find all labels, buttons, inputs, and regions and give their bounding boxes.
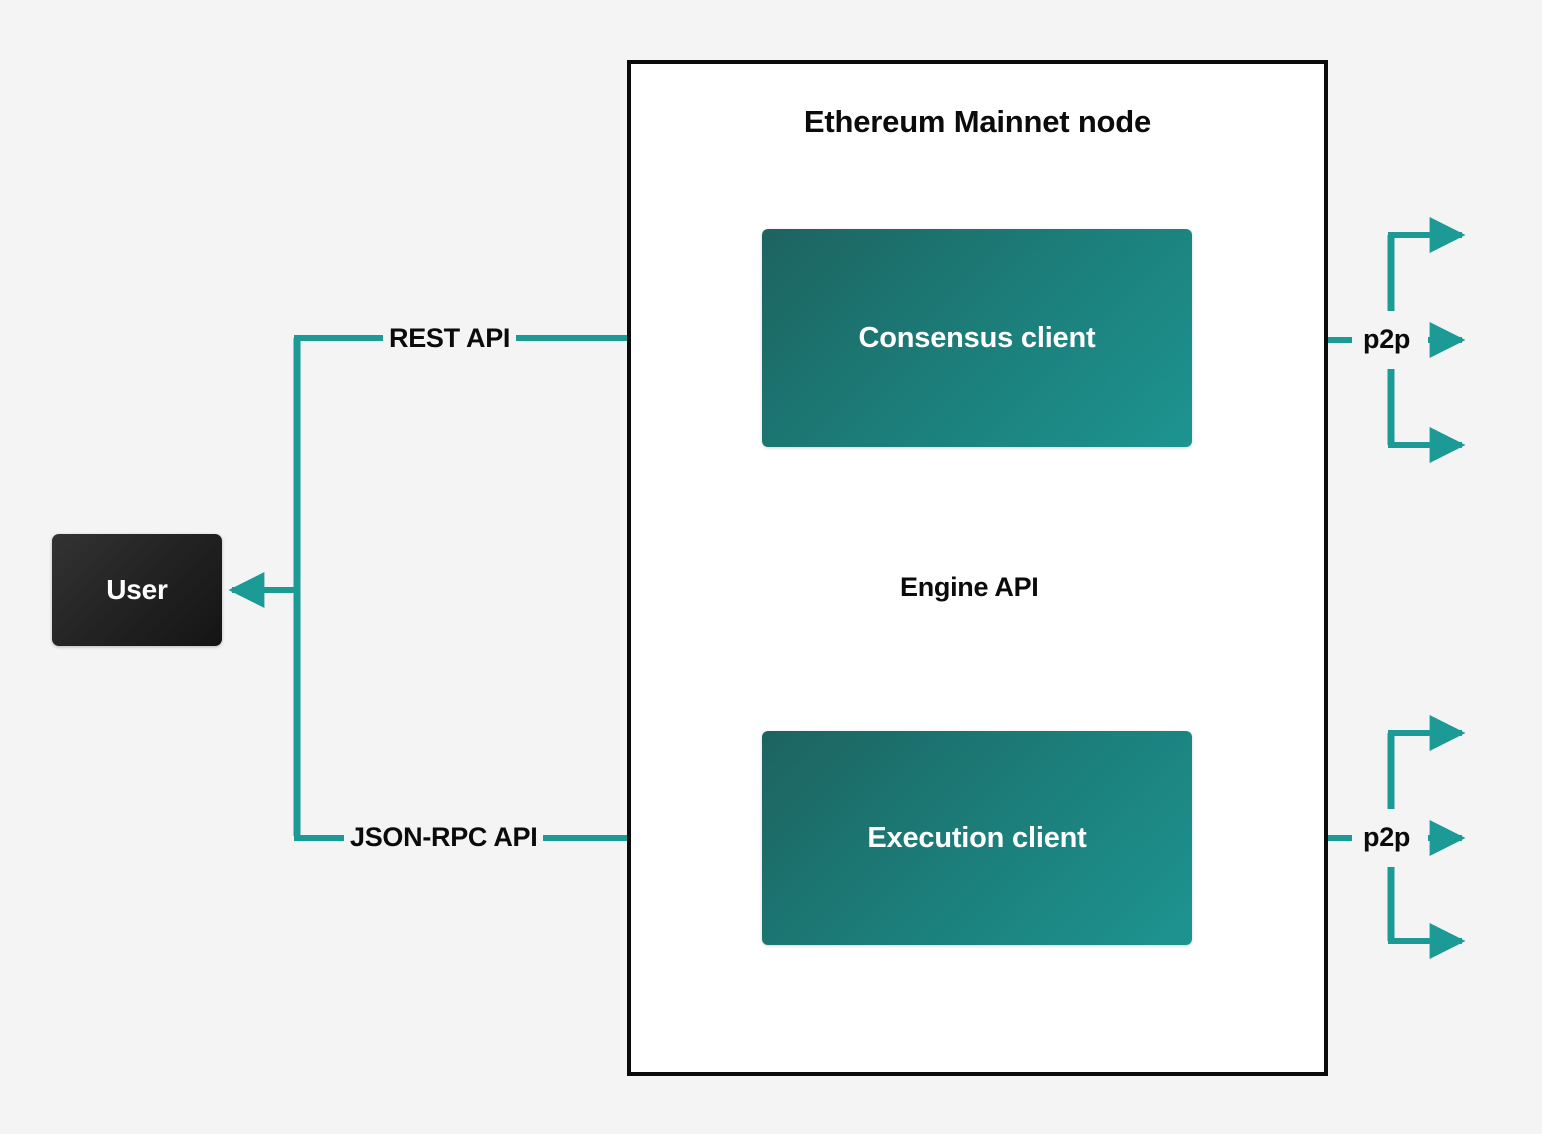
execution-client-label: Execution client xyxy=(867,821,1087,854)
user-label: User xyxy=(106,574,168,605)
p2p-consensus-label: p2p xyxy=(1357,326,1417,353)
rest-api-label: REST API xyxy=(383,325,517,352)
node-title: Ethereum Mainnet node xyxy=(803,104,1152,139)
jsonrpc-api-label: JSON-RPC API xyxy=(344,824,544,851)
engine-api-label: Engine API xyxy=(894,574,1045,601)
user-box[interactable]: User xyxy=(52,534,222,646)
consensus-client-label: Consensus client xyxy=(858,321,1096,354)
p2p-execution-label: p2p xyxy=(1357,824,1417,851)
execution-client-box[interactable]: Execution client xyxy=(762,731,1192,945)
consensus-client-box[interactable]: Consensus client xyxy=(762,229,1192,447)
